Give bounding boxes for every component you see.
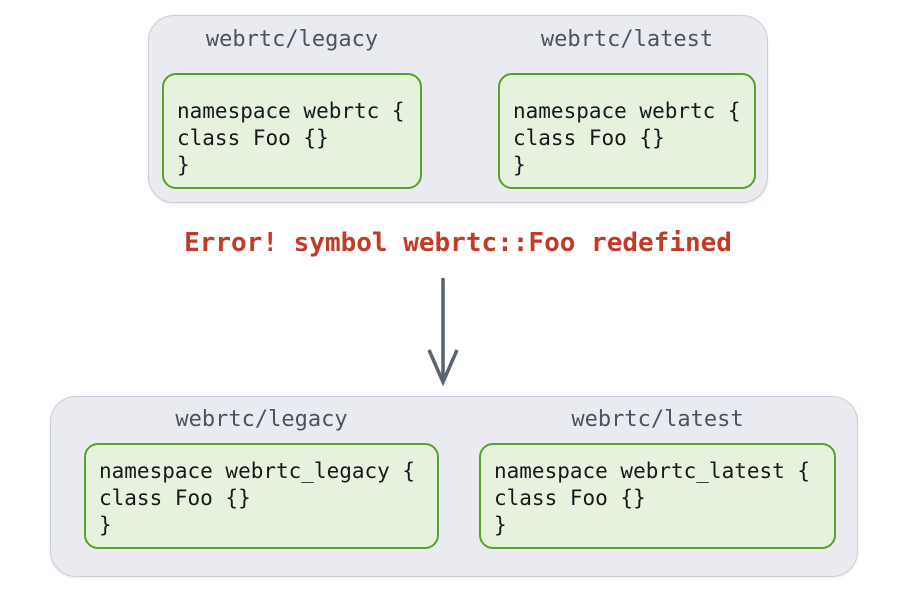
code-line: class Foo {} [177,126,329,150]
file-label-latest: webrtc/latest [571,407,744,432]
before-legacy-column: webrtc/legacy namespace webrtc { class F… [162,16,422,202]
after-latest-column: webrtc/latest namespace webrtc_latest { … [479,397,836,576]
down-arrow-icon [427,278,459,387]
code-line: class Foo {} [494,486,646,510]
code-line: namespace webrtc { [177,99,405,123]
after-panel: webrtc/legacy namespace webrtc_legacy { … [50,396,858,577]
code-line: namespace webrtc { [513,99,741,123]
code-box-latest: namespace webrtc_latest { class Foo {} } [479,443,836,549]
file-label-latest: webrtc/latest [540,27,714,52]
error-message: Error! symbol webrtc::Foo redefined [184,228,732,258]
file-label-legacy: webrtc/legacy [205,27,379,52]
code-box-legacy: namespace webrtc { class Foo {} } [162,73,422,189]
code-line: class Foo {} [513,126,665,150]
code-line: namespace webrtc_legacy { [99,459,416,483]
before-latest-column: webrtc/latest namespace webrtc { class F… [498,16,756,202]
code-box-latest: namespace webrtc { class Foo {} } [498,73,756,189]
code-box-legacy: namespace webrtc_legacy { class Foo {} } [84,443,439,549]
code-line: namespace webrtc_latest { [494,459,811,483]
before-panel: webrtc/legacy namespace webrtc { class F… [148,15,768,203]
code-line: } [99,513,112,537]
after-legacy-column: webrtc/legacy namespace webrtc_legacy { … [84,397,439,576]
code-line: } [513,153,526,177]
code-line: } [494,513,507,537]
code-line: } [177,153,190,177]
code-line: class Foo {} [99,486,251,510]
file-label-legacy: webrtc/legacy [175,407,348,432]
